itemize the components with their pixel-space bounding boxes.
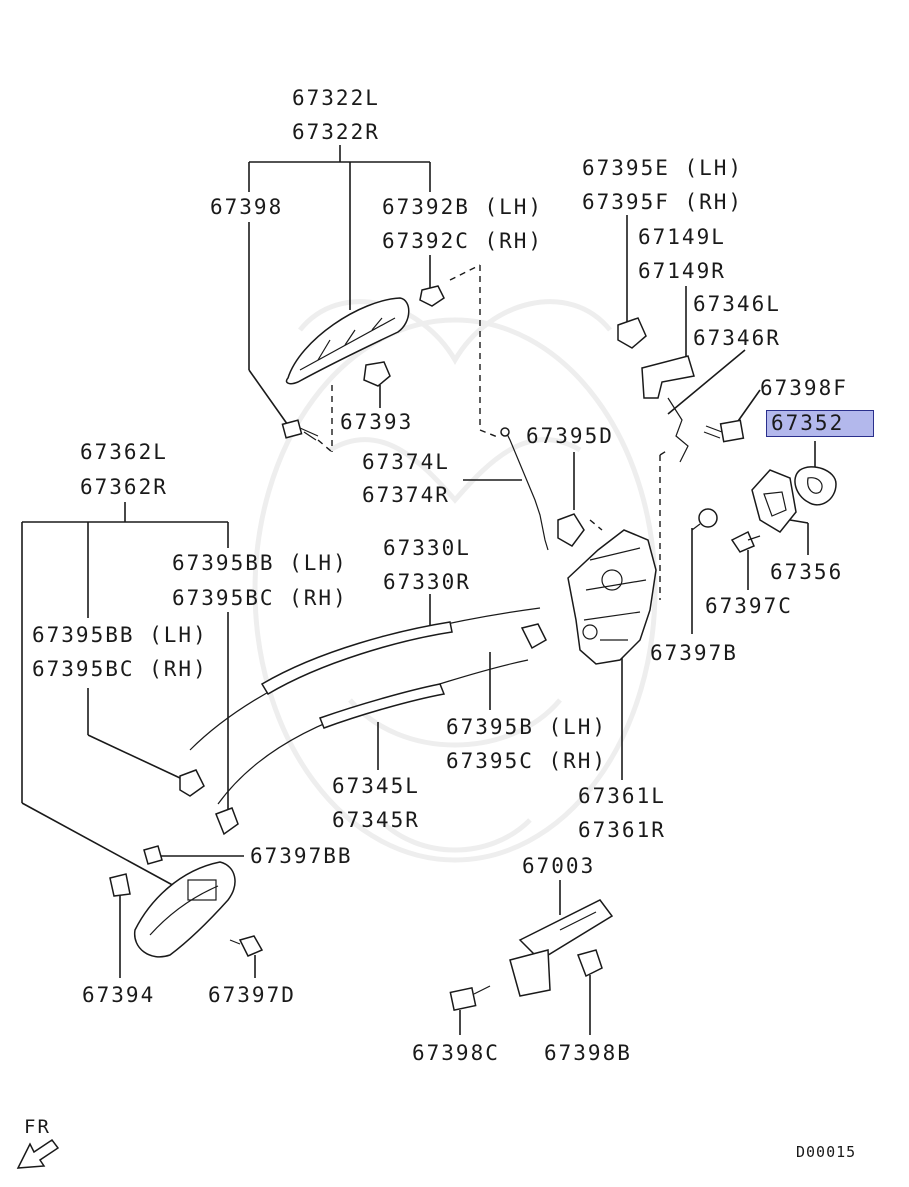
label-67395BC-top[interactable]: 67395BC (RH) <box>172 586 348 610</box>
bolt-67397BB <box>143 845 163 865</box>
screw-67397B <box>691 508 718 531</box>
label-67003[interactable]: 67003 <box>522 854 596 878</box>
clip-67395E <box>617 317 647 349</box>
label-67346L[interactable]: 67346L <box>693 292 781 316</box>
door-lock-actuator-67361 <box>567 529 657 665</box>
label-67361R[interactable]: 67361R <box>578 818 666 842</box>
door-check-67003 <box>509 899 614 997</box>
label-67395BB-top[interactable]: 67395BB (LH) <box>172 551 348 575</box>
nut-67393 <box>363 361 391 387</box>
clip-67395BB <box>179 769 205 797</box>
leader-lines <box>21 145 816 1035</box>
front-direction-arrow-icon <box>16 1138 60 1169</box>
outside-handle <box>285 297 410 385</box>
label-67149L[interactable]: 67149L <box>638 225 726 249</box>
label-67397D[interactable]: 67397D <box>208 983 296 1007</box>
label-67362R[interactable]: 67362R <box>80 475 168 499</box>
label-67362L[interactable]: 67362L <box>80 440 168 464</box>
label-67398F[interactable]: 67398F <box>760 376 848 400</box>
rod-67374 <box>500 427 549 551</box>
inside-handle-67394 <box>134 861 236 958</box>
cable-67330 <box>189 607 541 751</box>
label-67395BC-left[interactable]: 67395BC (RH) <box>32 657 208 681</box>
cable-67345 <box>217 659 529 805</box>
label-67352-highlighted[interactable]: 67352 <box>766 410 874 437</box>
bolt-67398C <box>449 985 491 1011</box>
watermark-emblem <box>252 299 658 863</box>
label-67392B[interactable]: 67392B (LH) <box>382 195 544 219</box>
pad-67352 <box>794 466 837 506</box>
label-67374L[interactable]: 67374L <box>362 450 450 474</box>
label-67392C[interactable]: 67392C (RH) <box>382 229 544 253</box>
clip-67395D <box>557 513 585 547</box>
label-67395D[interactable]: 67395D <box>526 424 614 448</box>
label-67346R[interactable]: 67346R <box>693 326 781 350</box>
label-67398[interactable]: 67398 <box>210 195 284 219</box>
label-67374R[interactable]: 67374R <box>362 483 450 507</box>
bracket-67149 <box>641 355 695 399</box>
label-67395E[interactable]: 67395E (LH) <box>582 156 744 180</box>
clip-67395BB-lower <box>215 807 239 836</box>
label-67395B[interactable]: 67395B (LH) <box>446 715 608 739</box>
bolt-67398F <box>703 419 745 443</box>
label-67330R[interactable]: 67330R <box>383 570 471 594</box>
label-67395C[interactable]: 67395C (RH) <box>446 749 608 773</box>
label-67361L[interactable]: 67361L <box>578 784 666 808</box>
label-67397B[interactable]: 67397B <box>650 641 738 665</box>
label-67356[interactable]: 67356 <box>770 560 844 584</box>
bolt-67398B <box>577 949 603 978</box>
label-67322L[interactable]: 67322L <box>292 86 380 110</box>
label-67398B[interactable]: 67398B <box>544 1041 632 1065</box>
striker-67356 <box>751 469 797 533</box>
label-67395F[interactable]: 67395F (RH) <box>582 190 744 214</box>
label-67345R[interactable]: 67345R <box>332 808 420 832</box>
screw-67397D <box>229 935 264 957</box>
label-67345L[interactable]: 67345L <box>332 774 420 798</box>
label-67330L[interactable]: 67330L <box>383 536 471 560</box>
clip-67394 <box>109 873 131 897</box>
clip-67395B <box>520 623 547 650</box>
clip-67392 <box>419 285 445 307</box>
label-67393[interactable]: 67393 <box>340 410 414 434</box>
label-67322R[interactable]: 67322R <box>292 120 380 144</box>
label-67395BB-left[interactable]: 67395BB (LH) <box>32 623 208 647</box>
assembly-dashed-lines <box>317 264 669 600</box>
handle-bolt-67398 <box>281 419 319 441</box>
diagram-code: D00015 <box>796 1143 857 1161</box>
label-67394[interactable]: 67394 <box>82 983 156 1007</box>
label-67397BB[interactable]: 67397BB <box>250 844 353 868</box>
front-direction-label: FR <box>24 1116 51 1138</box>
label-67398C[interactable]: 67398C <box>412 1041 500 1065</box>
label-67149R[interactable]: 67149R <box>638 259 726 283</box>
spring-67346 <box>667 397 689 463</box>
label-67397C[interactable]: 67397C <box>705 594 793 618</box>
screw-67397C <box>730 530 761 553</box>
